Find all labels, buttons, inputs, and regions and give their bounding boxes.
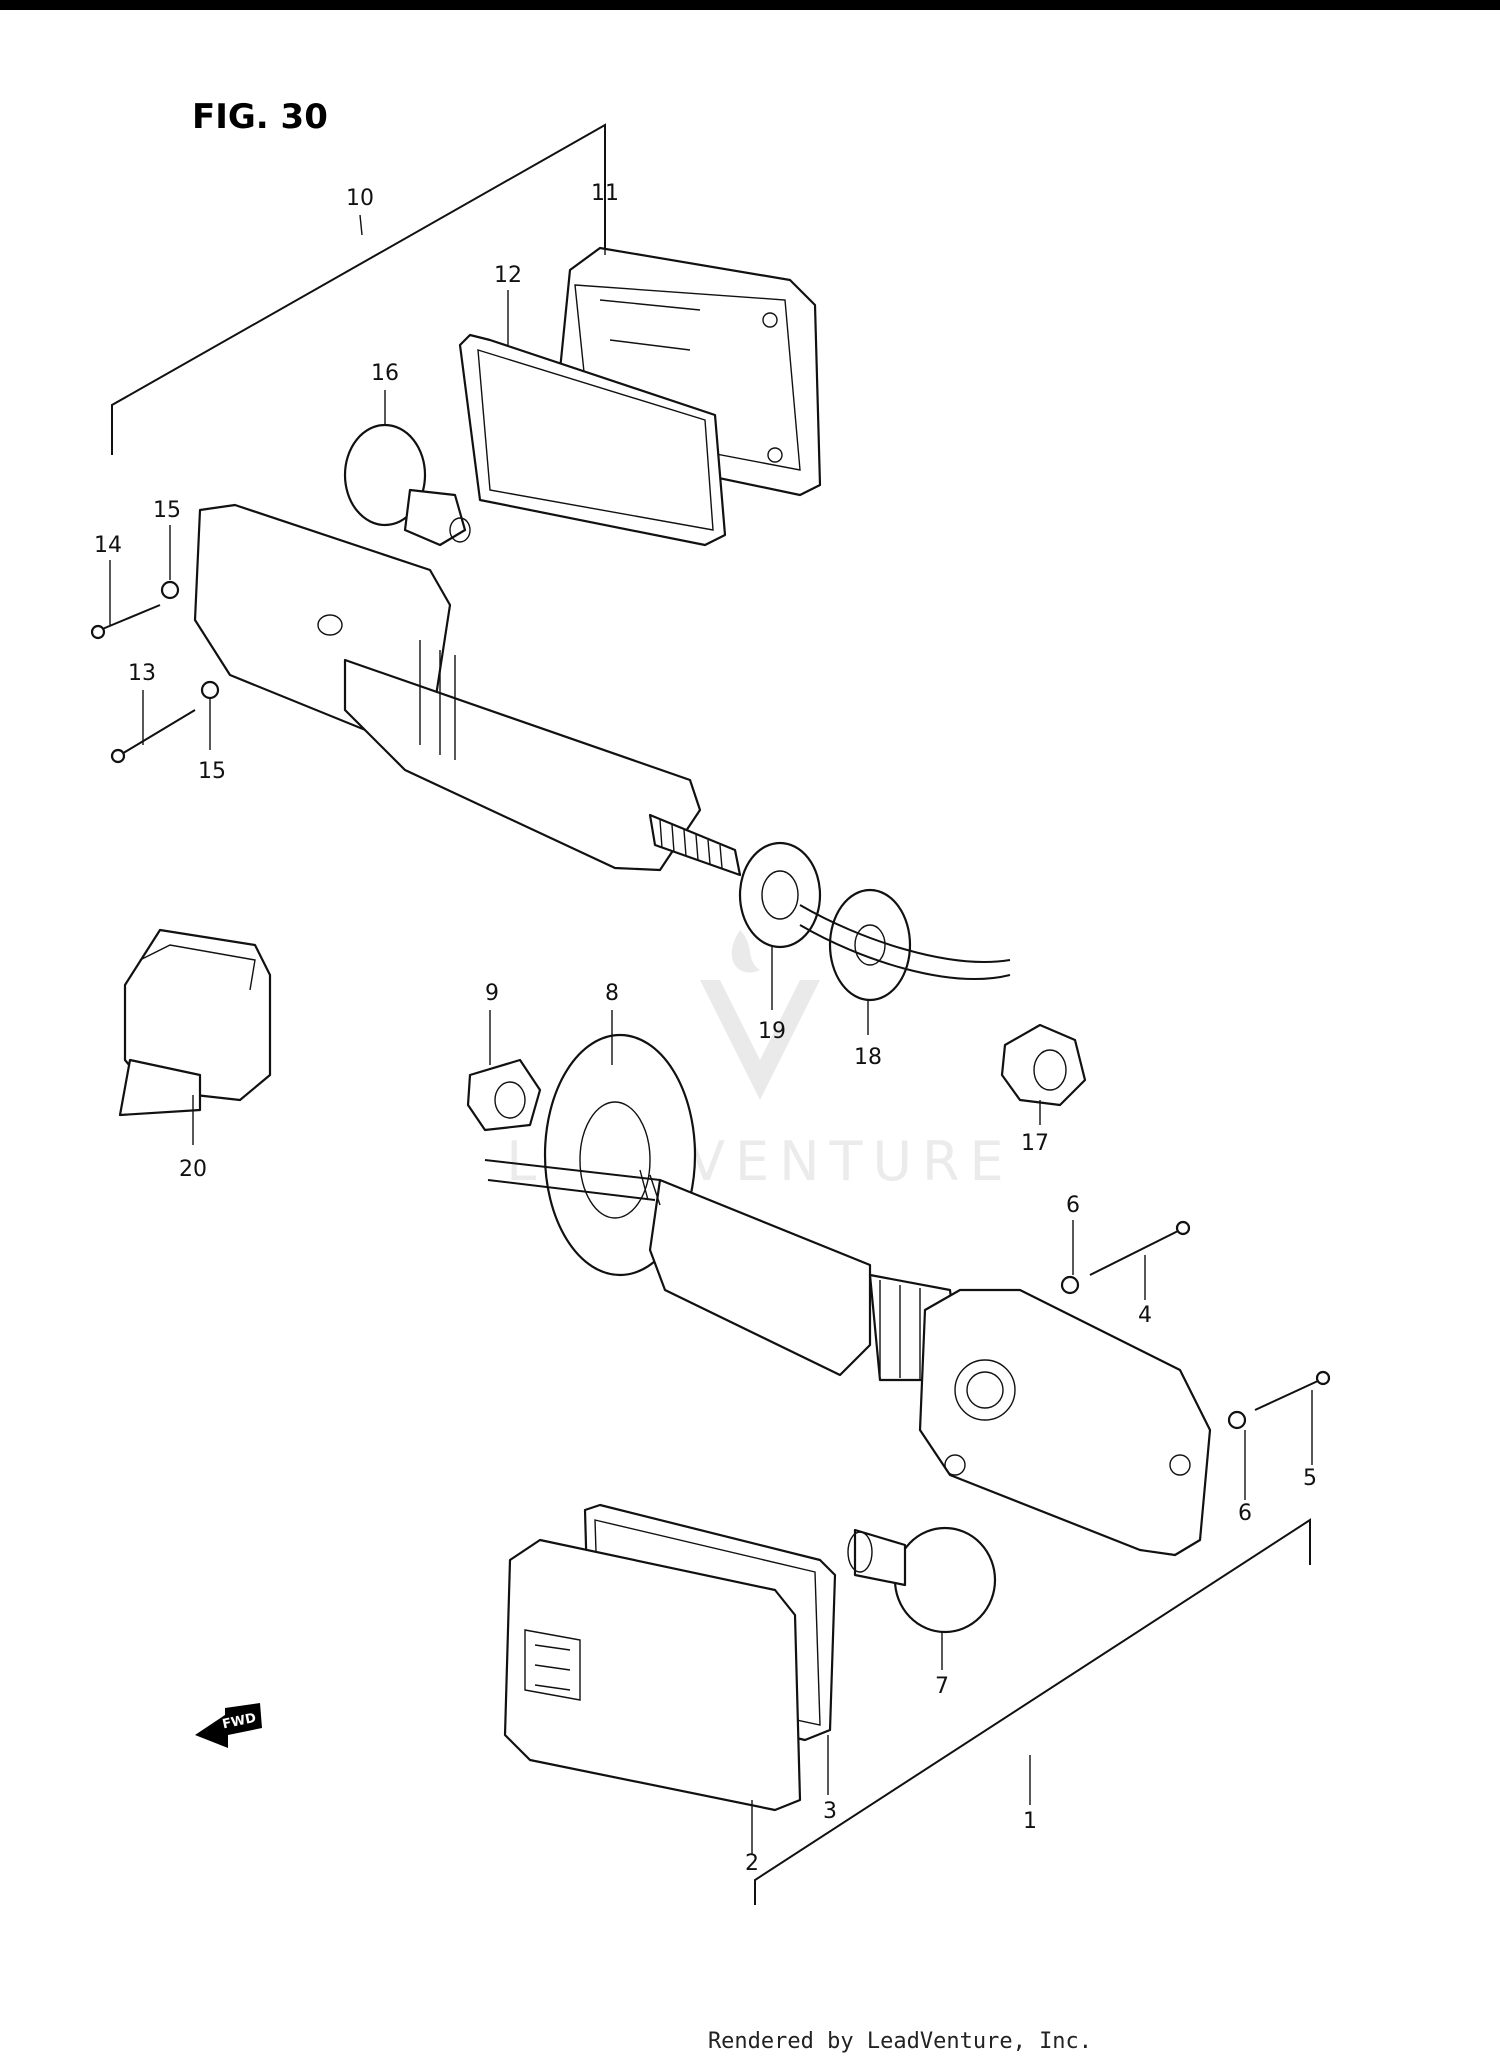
callout-2: 2: [745, 1851, 759, 1876]
footer-credit: Rendered by LeadVenture, Inc.: [708, 2029, 1092, 2054]
part-15-washer-b: [200, 680, 220, 700]
callout-3: 3: [823, 1799, 837, 1824]
part-7-bulb: [847, 1526, 997, 1634]
upper-housing: [193, 503, 742, 877]
part-18-washer: [828, 888, 912, 1002]
fwd-label: FWD: [221, 1711, 258, 1733]
part-14-screw: [90, 604, 161, 640]
callout-18: 18: [854, 1045, 882, 1070]
callout-13: 13: [128, 661, 156, 686]
part-9-nut: [466, 1058, 542, 1132]
part-17-nut: [1000, 1023, 1087, 1107]
part-13-screw: [110, 709, 196, 764]
callout-5: 5: [1303, 1466, 1317, 1491]
wire-upper: [799, 904, 1011, 963]
part-12-gasket: [458, 333, 727, 547]
bracket-1: [754, 1518, 1311, 1905]
callout-16: 16: [371, 361, 399, 386]
callout-15-bottom: 15: [198, 759, 226, 784]
fwd-arrow-icon: FWD: [195, 1703, 262, 1748]
callout-1: 1: [1023, 1809, 1037, 1834]
callout-7: 7: [935, 1674, 949, 1699]
callout-14: 14: [94, 533, 122, 558]
callout-8: 8: [605, 981, 619, 1006]
top-border: [0, 0, 1500, 10]
callout-4: 4: [1138, 1303, 1152, 1328]
callout-10: 10: [346, 186, 374, 211]
lower-housing: [484, 1159, 1212, 1557]
part-6-washer-a: [1060, 1275, 1080, 1295]
callout-11: 11: [591, 181, 619, 206]
part-6-washer-b: [1227, 1410, 1247, 1430]
callout-12: 12: [494, 263, 522, 288]
leader-lines: [109, 214, 1313, 1855]
callout-15-top: 15: [153, 498, 181, 523]
part-19-nut: [738, 841, 822, 949]
callout-9: 9: [485, 981, 499, 1006]
callout-6-upper: 6: [1066, 1193, 1080, 1218]
callout-labels: 10 11 12 16 15 14 13 15 9 8 19 18 17 20 …: [94, 181, 1317, 1876]
part-20-relay: [118, 928, 272, 1117]
figure-title: FIG. 30: [192, 97, 328, 137]
part-16-bulb: [343, 423, 471, 547]
callout-6-lower: 6: [1238, 1501, 1252, 1526]
bracket-10: [111, 123, 606, 455]
part-15-washer-a: [160, 580, 180, 600]
part-4-screw: [1089, 1220, 1191, 1276]
callout-20: 20: [179, 1157, 207, 1182]
callout-19: 19: [758, 1019, 786, 1044]
part-2-lens: [503, 1538, 802, 1812]
part-5-screw: [1254, 1370, 1331, 1411]
callout-17: 17: [1021, 1131, 1049, 1156]
